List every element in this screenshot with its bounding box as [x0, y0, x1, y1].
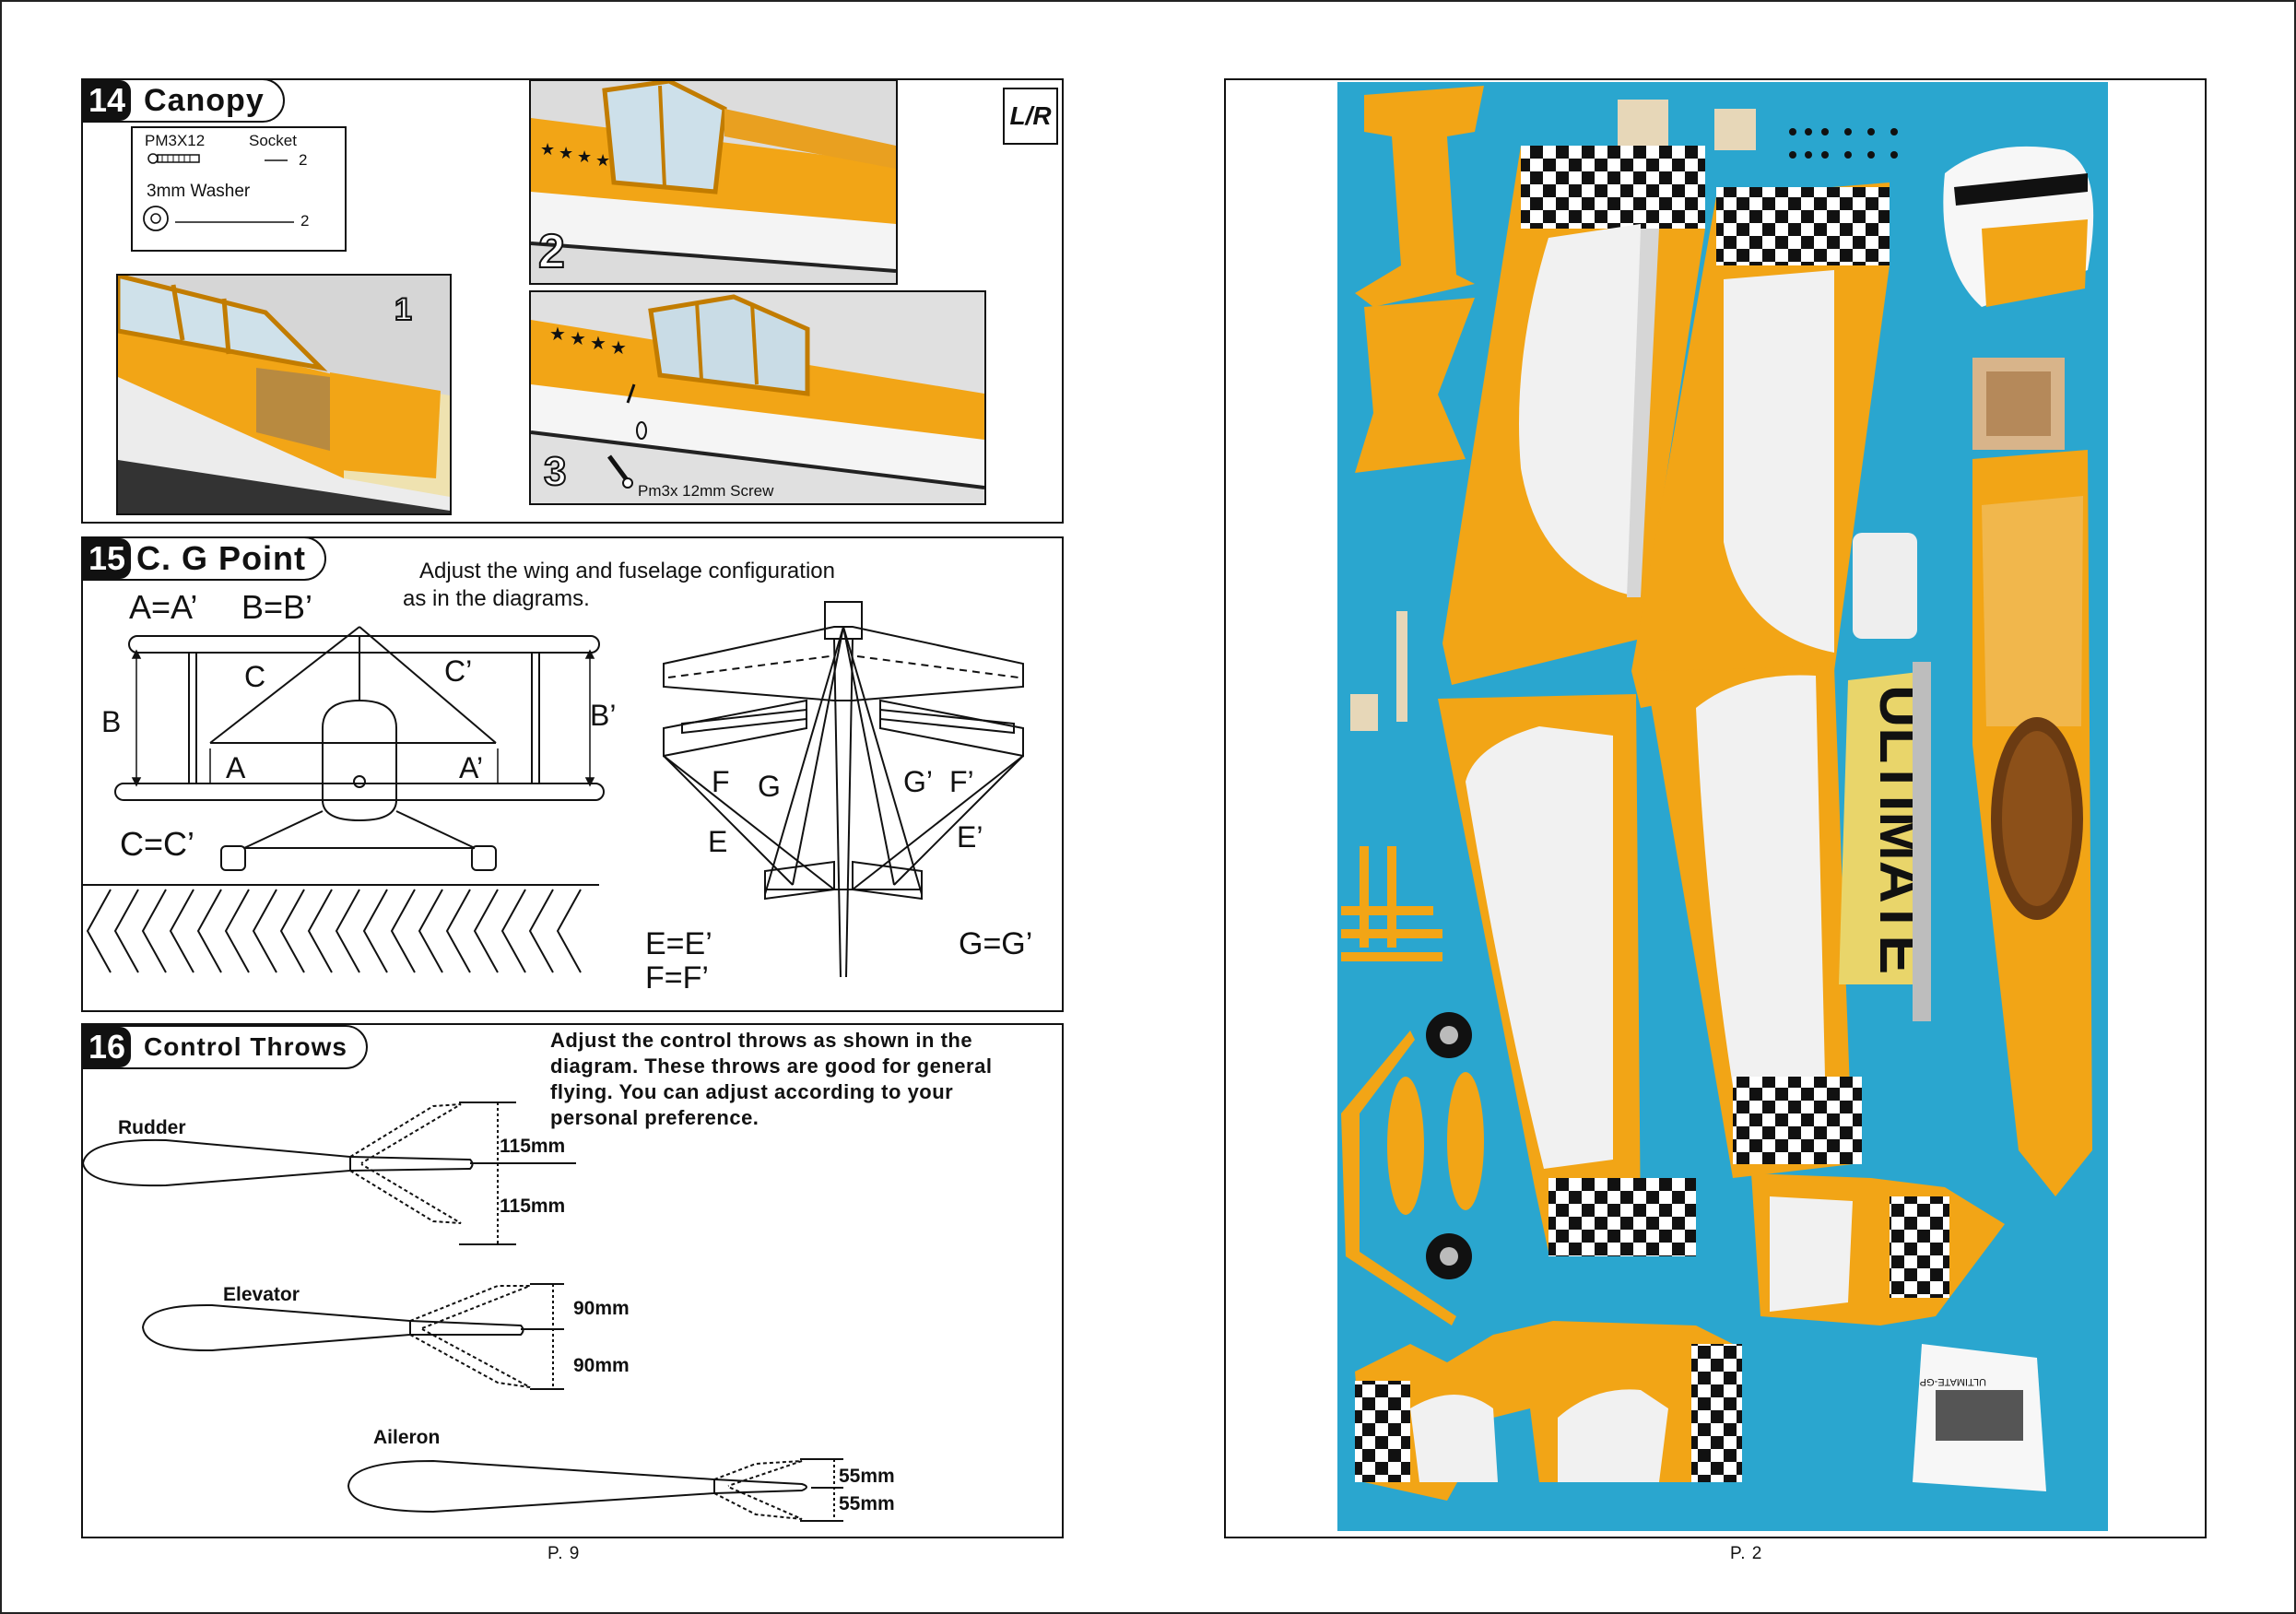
equation-f: F=F’: [645, 960, 709, 995]
svg-text:★: ★: [610, 338, 627, 359]
wheel-icon: [1426, 1012, 1472, 1058]
canopy-photo-3: ★★ ★★ 3 Pm3x 12mm Screw: [529, 290, 986, 505]
elevator-label: Elevator: [223, 1284, 300, 1305]
rudder-down-throw: 115mm: [500, 1196, 566, 1217]
part-washer-label: 3mm Washer: [147, 182, 251, 201]
rudder-up-throw: 115mm: [500, 1136, 566, 1157]
svg-text:★: ★: [559, 144, 573, 162]
canopy-photo-2: ★★ ★★ 2: [529, 79, 898, 285]
section-cg-header: 15 C. G Point: [81, 536, 327, 581]
instruction-line: Adjust the control throws as shown in th…: [550, 1029, 973, 1052]
svg-text:★: ★: [595, 151, 610, 170]
section-control-throws: [81, 1023, 1064, 1538]
cg-instruction-2: as in the diagrams.: [403, 586, 590, 611]
svg-text:★: ★: [540, 140, 555, 159]
wheel-icon: [1426, 1233, 1472, 1279]
part-socket-label: Socket: [249, 132, 297, 149]
equation-g: G=G’: [959, 926, 1033, 961]
section-title: Control Throws: [144, 1032, 347, 1061]
equation-e: E=E’: [645, 926, 712, 961]
throws-instruction: Adjust the control throws as shown in th…: [550, 1028, 992, 1131]
aileron-up-throw: 55mm: [839, 1466, 895, 1487]
instruction-line: diagram. These throws are good for gener…: [550, 1054, 993, 1078]
step-number-1: 1: [394, 291, 413, 328]
label-f-prime: F’: [949, 765, 974, 798]
part-screw-label: PM3X12: [145, 132, 206, 149]
step-number-2: 2: [537, 224, 566, 279]
equation-a: A=A’: [129, 588, 198, 626]
aileron-label: Aileron: [373, 1427, 441, 1448]
manual-cover-text: ULTIMATE-GP: [1920, 1376, 1986, 1387]
label-g-prime: G’: [903, 765, 933, 798]
cg-instruction-1: Adjust the wing and fuselage configurati…: [419, 559, 835, 583]
washer-icon: [143, 206, 169, 231]
svg-text:★: ★: [590, 334, 606, 354]
section-number: 15: [83, 538, 132, 579]
section-number: 16: [83, 1027, 132, 1067]
aileron-down-throw: 55mm: [839, 1493, 895, 1514]
manual-booklet: ULTIMATE-GP: [1913, 1344, 2046, 1491]
instruction-line: personal preference.: [550, 1106, 759, 1129]
parts-list: PM3X12 Socket 2 3mm Washer 2: [131, 126, 347, 252]
label-e-prime: E’: [957, 820, 983, 854]
instruction-line: flying. You can adjust according to your: [550, 1080, 954, 1103]
section-title: Canopy: [144, 82, 265, 118]
screw-detail-icon: [626, 383, 636, 404]
page-number-left: P. 9: [548, 1544, 581, 1563]
label-a-prime: A’: [459, 751, 484, 784]
svg-text:★: ★: [549, 324, 566, 345]
elevator-down-throw: 90mm: [573, 1355, 630, 1376]
rudder-label: Rudder: [118, 1117, 186, 1138]
page-number-right: P. 2: [1730, 1544, 1763, 1563]
section-title: C. G Point: [136, 539, 307, 577]
parts-drawing: [143, 153, 294, 231]
lr-badge: L/R: [1003, 88, 1058, 145]
elevator-up-throw: 90mm: [573, 1298, 630, 1319]
section-number: 14: [83, 80, 132, 121]
label-c-prime: C’: [444, 654, 473, 688]
label-a: A: [226, 751, 246, 784]
step-number-3: 3: [543, 448, 568, 495]
screw-callout: Pm3x 12mm Screw: [638, 482, 774, 500]
kit-contents-photo: ULTIMATE: [1336, 81, 2109, 1532]
label-e: E: [708, 825, 728, 858]
svg-text:★: ★: [570, 329, 586, 349]
screw-icon: [147, 153, 200, 164]
label-c: C: [244, 660, 266, 693]
long-screw-icon: [606, 454, 633, 489]
lr-badge-text: L/R: [1009, 101, 1052, 130]
label-b-prime: B’: [590, 699, 617, 732]
label-g: G: [758, 770, 781, 803]
section-throws-header: 16 Control Throws: [81, 1025, 368, 1069]
equation-c: C=C’: [120, 825, 195, 863]
svg-text:★: ★: [577, 147, 592, 166]
label-f: F: [712, 765, 730, 798]
part-washer-qty: 2: [300, 212, 310, 230]
washer-detail-icon: [636, 421, 647, 440]
part-socket-qty: 2: [299, 151, 308, 169]
equation-b: B=B’: [241, 588, 313, 626]
section-canopy-header: 14 Canopy: [81, 78, 285, 123]
label-b: B: [101, 705, 122, 738]
canopy-photo-1: 1: [116, 274, 452, 515]
